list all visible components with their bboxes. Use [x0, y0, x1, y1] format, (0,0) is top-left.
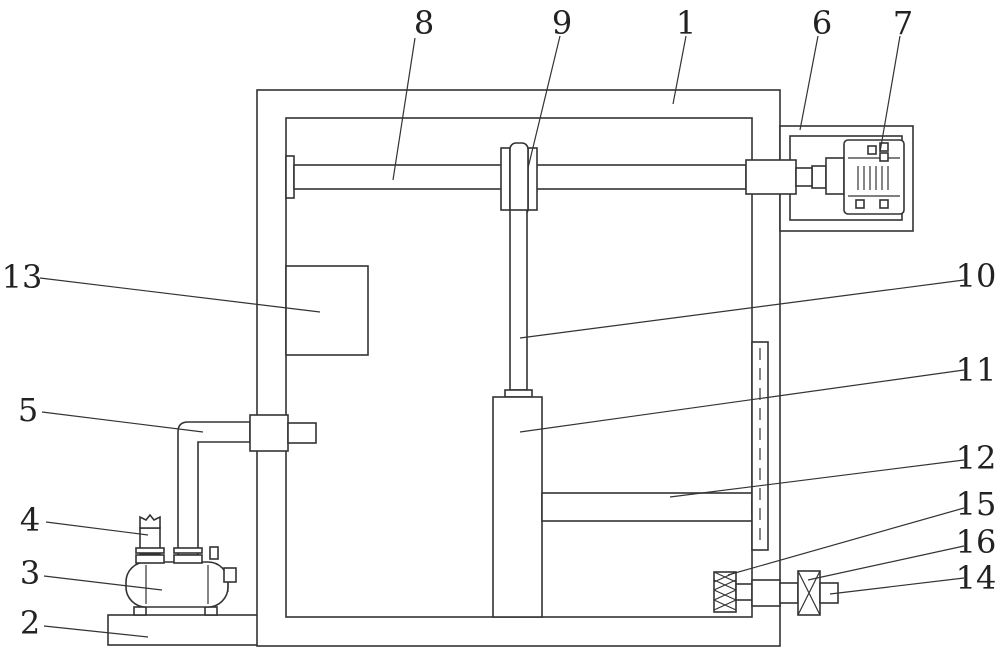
motor-foot: [855, 199, 865, 209]
part-labels: 1 8 9 6 7 13 10 11 12 5 4 3 2 15 16 14: [2, 4, 997, 642]
pump: [125, 513, 237, 616]
pump-gauge: [223, 567, 237, 583]
motor: [811, 139, 905, 215]
pump-inlet-ring: [173, 554, 203, 564]
nozzle-clamp: [135, 547, 165, 554]
label-11: 11: [956, 351, 997, 389]
label-10: 10: [956, 257, 997, 295]
pulley-flange-right: [527, 147, 538, 211]
pump-body: [125, 561, 229, 608]
horizontal-arm: [541, 492, 753, 522]
pipe-inner-end: [287, 422, 317, 444]
pulley-flange-left: [500, 147, 511, 211]
label-15: 15: [956, 485, 997, 523]
motor-flange: [825, 157, 845, 195]
rod-shaft-stub: [795, 167, 813, 187]
label-7: 7: [893, 4, 913, 42]
label-1: 1: [676, 4, 696, 42]
rod-collar: [504, 389, 533, 398]
motor-terminal: [867, 145, 877, 155]
label-2: 2: [20, 604, 40, 642]
label-13: 13: [2, 258, 43, 296]
pipe-clamp: [173, 547, 203, 554]
pulley-wheel: [509, 142, 529, 216]
label-5: 5: [18, 391, 38, 429]
pump-nozzle-tip: [139, 513, 161, 529]
base-plate: [107, 614, 259, 646]
label-12: 12: [956, 439, 997, 477]
lifting-cylinder: [492, 396, 543, 618]
label-8: 8: [414, 4, 434, 42]
motor-terminal: [879, 152, 889, 162]
motor-shaft-coupling: [811, 165, 827, 189]
inlet-pipe: [177, 414, 317, 556]
drain-nozzle: [735, 583, 753, 601]
label-6: 6: [812, 4, 832, 42]
label-16: 16: [956, 523, 997, 561]
motor-foot: [879, 199, 889, 209]
vertical-rod: [509, 209, 528, 391]
label-14: 14: [956, 559, 997, 597]
pipe-flange: [249, 414, 289, 452]
rod-coupling: [745, 159, 797, 195]
slider-pulley: [500, 142, 538, 216]
pump-foot: [204, 606, 218, 616]
pump-gauge-stem: [209, 546, 219, 560]
sliding-rail: [751, 341, 769, 551]
drain-pipe-segment: [779, 582, 799, 604]
control-box: [285, 265, 369, 356]
label-9: 9: [552, 4, 572, 42]
rod-end-bearing: [285, 155, 295, 199]
drain-assembly: [713, 570, 839, 616]
label-4: 4: [20, 501, 40, 539]
motor-terminal: [879, 142, 889, 152]
pipe-elbow: [177, 421, 251, 556]
pump-outlet-ring: [135, 554, 165, 564]
leader-lines: [39, 35, 965, 638]
drain-wall-pass: [751, 579, 781, 607]
label-3: 3: [20, 554, 40, 592]
pump-foot: [133, 606, 147, 616]
